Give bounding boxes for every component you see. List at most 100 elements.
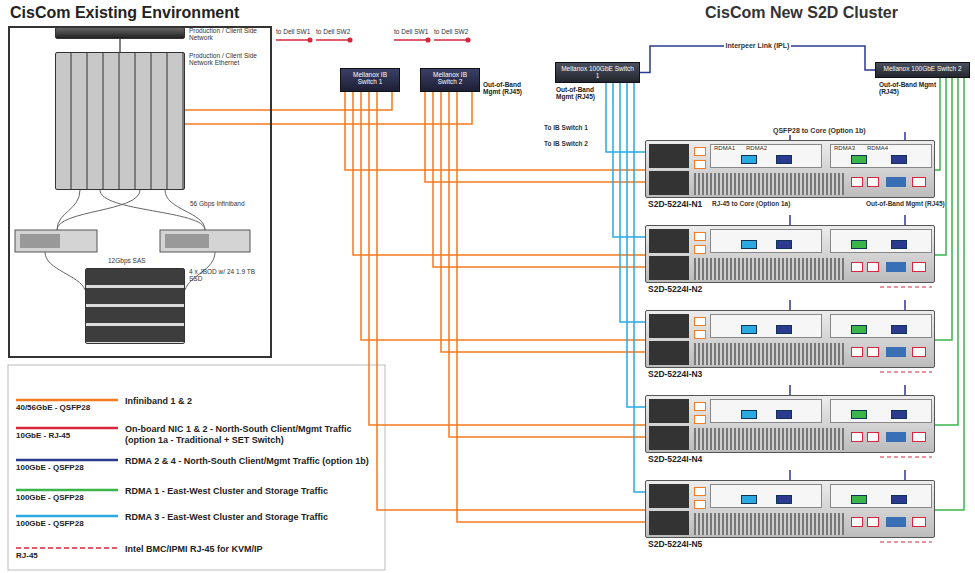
cable-connector [369, 92, 645, 425]
server-part [649, 484, 689, 508]
annotation: 12Gbps SAS [108, 257, 146, 264]
cable-connector [935, 78, 952, 340]
annotation: to Dell SW1 [394, 28, 428, 35]
oob-label: Out-of-Band Mgmt (RJ45) [879, 81, 937, 96]
server-part [776, 325, 792, 334]
rack-servers [15, 230, 250, 252]
server-part [851, 262, 863, 272]
cable-connector [606, 83, 645, 152]
cable-connector [935, 78, 964, 510]
legend-text: On-board NIC 1 & 2 - North-South Client/… [125, 424, 380, 446]
server-part [851, 495, 867, 504]
legend-frame [8, 365, 385, 570]
cable-connector [353, 92, 645, 255]
server-part [741, 240, 757, 249]
server-part [851, 517, 863, 527]
server-part [694, 258, 844, 280]
legend-medium: 100GbE - QSFP28 [16, 463, 84, 472]
cable-connector [441, 92, 645, 352]
server-part [741, 410, 757, 419]
annotation: QSFP28 to Core (Option 1b) [772, 127, 867, 135]
server-part [776, 240, 792, 249]
region-heading: CisCom Existing Environment [8, 4, 272, 22]
oob-label: Out-of-Band Mgmt (RJ45) [483, 81, 531, 96]
server-part [886, 177, 906, 187]
cable-connector [185, 92, 472, 124]
server-part [851, 347, 863, 357]
server-part [694, 513, 844, 535]
network-switch: Mellanox 100GbE Switch 1Out-of-Band Mgmt… [555, 62, 640, 83]
cable-connector [377, 92, 645, 510]
server-part [886, 432, 906, 442]
cable-connector [345, 92, 645, 170]
server-label: S2D-5224I-N2 [645, 284, 935, 294]
server-part [776, 155, 792, 164]
legend-medium: 10GbE - RJ-45 [16, 431, 70, 440]
server-part [649, 171, 689, 195]
annotation: to Dell SW2 [316, 28, 350, 35]
jbod-stack: 4 x JBOD w/ 24 1.9 TB SSD [85, 268, 185, 344]
server-part [891, 155, 907, 164]
switch-label: Mellanox 100GbE Switch 1 [559, 65, 636, 80]
annotation: to Dell SW2 [434, 28, 468, 35]
legend-medium: 100GbE - QSFP28 [16, 519, 84, 528]
server-face [645, 225, 935, 283]
network-switch: Mellanox 100GbE Switch 2Out-of-Band Mgmt… [875, 62, 970, 78]
server-part [694, 343, 844, 365]
annotation: RDMA1 [713, 145, 736, 152]
annotation: To IB Switch 1 [543, 124, 589, 131]
cable-connector [425, 92, 645, 182]
server-face [645, 480, 935, 538]
server-part [851, 177, 863, 187]
network-switch: Mellanox IB Switch 1 [340, 68, 400, 92]
server-part [694, 487, 706, 496]
server-part [649, 341, 689, 365]
server-part [649, 256, 689, 280]
legend-samples [16, 400, 118, 548]
server-part [710, 229, 822, 253]
cable-connector [449, 92, 645, 437]
oob-label: Out-of-Band Mgmt (RJ45) [556, 86, 602, 101]
server-part [886, 347, 906, 357]
server-part [912, 517, 926, 527]
cable-connector [935, 78, 946, 255]
server-node: S2D-5224I-N1 [645, 140, 935, 209]
server-part [710, 399, 822, 423]
server-part [886, 262, 906, 272]
legend-text: RDMA 3 - East-West Cluster and Storage T… [125, 512, 380, 523]
switch-label: Mellanox 100GbE Switch 2 [879, 65, 966, 72]
server-part [649, 229, 689, 253]
server-part [891, 495, 907, 504]
server-part [867, 517, 879, 527]
server-part [867, 432, 879, 442]
server-node: S2D-5224I-N2 [645, 225, 935, 294]
cable-connector [613, 83, 645, 237]
server-part [830, 399, 932, 423]
annotation: RDMA2 [745, 145, 768, 152]
server-part [851, 432, 863, 442]
server-part [830, 484, 932, 508]
blade-chassis: Production / Client Side Network Etherne… [55, 52, 185, 190]
server-node: S2D-5224I-N4 [645, 395, 935, 464]
server-part [649, 511, 689, 535]
server-part [694, 147, 706, 156]
switch-label: Mellanox IB Switch 1 [344, 71, 396, 86]
server-face [645, 310, 935, 368]
server-part [851, 240, 867, 249]
server-part [851, 155, 867, 164]
server-part [649, 399, 689, 423]
server-part [851, 325, 867, 334]
server-part [776, 410, 792, 419]
annotation: Out-of-Band Mgmt (RJ45) [866, 200, 945, 207]
server-part [710, 484, 822, 508]
cable-connector [935, 78, 958, 425]
server-part [867, 262, 879, 272]
production-switch: Production / Client Side Network [55, 27, 185, 39]
server-part [867, 347, 879, 357]
server-node: S2D-5224I-N3 [645, 310, 935, 379]
server-part [830, 314, 932, 338]
server-part [694, 500, 706, 509]
server-part [912, 432, 926, 442]
server-part [649, 314, 689, 338]
